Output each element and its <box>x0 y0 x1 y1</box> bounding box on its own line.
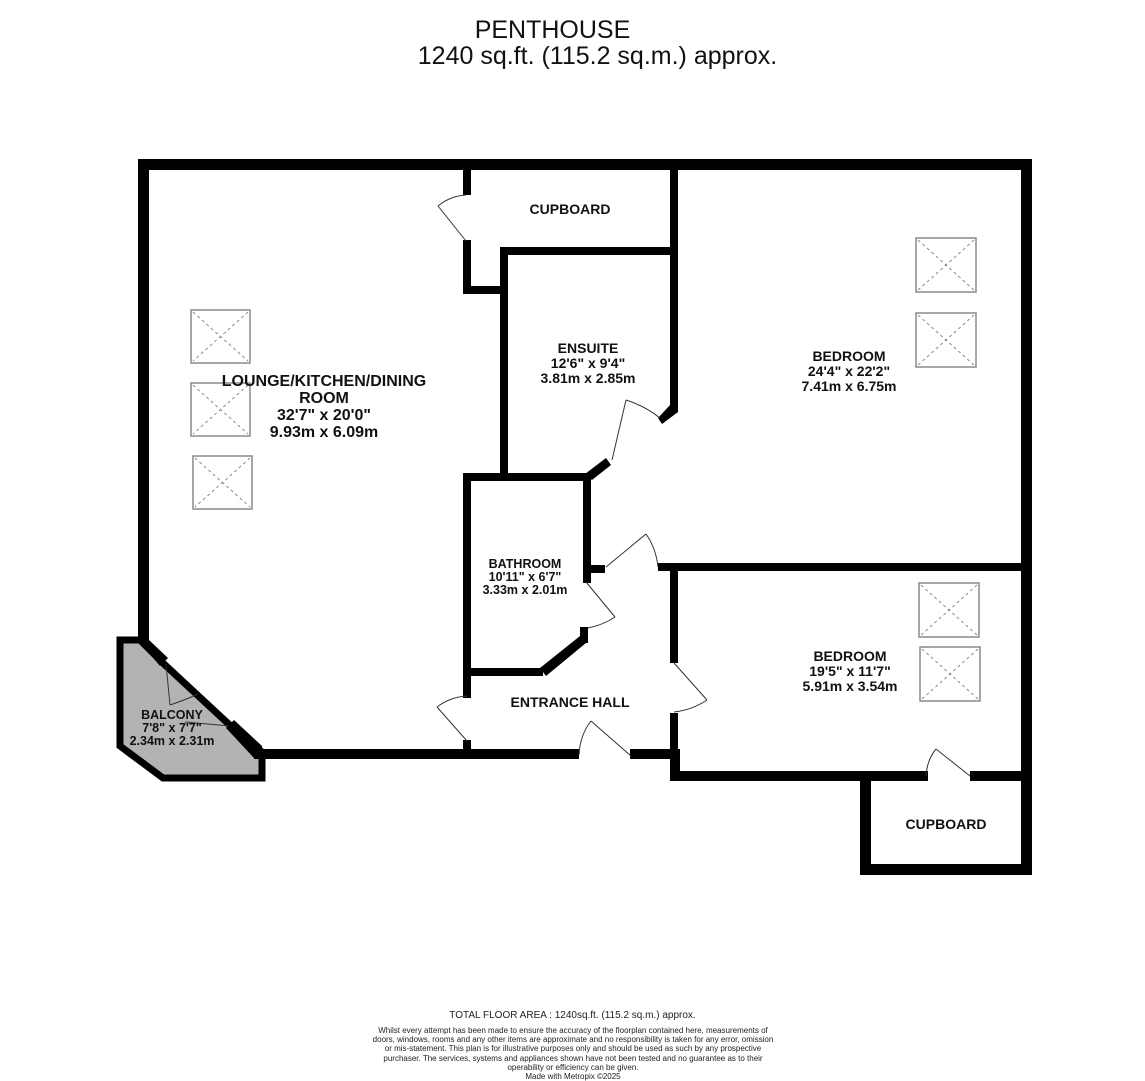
disclaimer-text: Whilst every attempt has been made to en… <box>372 1026 774 1072</box>
room-name: CUPBOARD <box>905 816 987 832</box>
room-label-cupboard-top: CUPBOARD <box>530 202 611 217</box>
room-name: CUPBOARD <box>529 201 611 217</box>
room-label-entrance-hall: ENTRANCE HALL <box>511 695 630 710</box>
room-label-bathroom: BATHROOM 10'11" x 6'7" 3.33m x 2.01m <box>483 558 568 597</box>
room-label-bedroom-2: BEDROOM 19'5" x 11'7" 5.91m x 3.54m <box>803 649 898 694</box>
room-dimensions-imperial: 32'7" x 20'0" <box>277 407 371 424</box>
room-dimensions-imperial: 12'6" x 9'4" <box>550 355 626 371</box>
room-label-bedroom-1: BEDROOM 24'4" x 22'2" 7.41m x 6.75m <box>802 349 897 394</box>
room-label-balcony: BALCONY 7'8" x 7'7" 2.34m x 2.31m <box>130 709 215 748</box>
room-dimensions-imperial: 7'8" x 7'7" <box>142 721 202 735</box>
skylight-icon <box>919 646 981 702</box>
doors <box>436 194 971 777</box>
disclaimer: Whilst every attempt has been made to en… <box>372 1026 774 1081</box>
walls <box>138 159 1032 875</box>
plan-area: 1240 sq.ft. (115.2 sq.m.) approx. <box>417 42 778 70</box>
room-name: ENTRANCE HALL <box>510 694 630 710</box>
room-dimensions-metric: 9.93m x 6.09m <box>269 424 379 441</box>
plan-title: PENTHOUSE <box>474 16 631 44</box>
skylight-icon <box>192 455 253 510</box>
skylight-icon <box>918 582 980 638</box>
room-name: BATHROOM <box>488 557 562 571</box>
room-dimensions-imperial: 19'5" x 11'7" <box>809 663 891 679</box>
room-dimensions-metric: 2.34m x 2.31m <box>129 734 215 748</box>
room-label-ensuite: ENSUITE 12'6" x 9'4" 3.81m x 2.85m <box>541 341 636 386</box>
room-name: LOUNGE/KITCHEN/DINING <box>221 373 427 390</box>
skylight-icon <box>915 237 977 293</box>
balcony-door <box>165 663 231 727</box>
balcony-area <box>120 640 262 778</box>
room-dimensions-metric: 3.33m x 2.01m <box>482 583 568 597</box>
room-name: ENSUITE <box>557 340 619 356</box>
room-name: ROOM <box>299 390 349 407</box>
room-name: BEDROOM <box>812 348 886 364</box>
room-label-cupboard-bottom: CUPBOARD <box>906 817 987 832</box>
room-name: BEDROOM <box>813 648 887 664</box>
room-dimensions-imperial: 10'11" x 6'7" <box>488 570 562 584</box>
credit-text: Made with Metropix ©2025 <box>525 1072 621 1081</box>
skylights <box>190 237 981 702</box>
room-dimensions-metric: 5.91m x 3.54m <box>802 678 898 694</box>
total-floor-area: TOTAL FLOOR AREA : 1240sq.ft. (115.2 sq.… <box>449 1010 696 1021</box>
room-dimensions-metric: 3.81m x 2.85m <box>540 370 636 386</box>
skylight-icon <box>915 312 977 368</box>
skylight-icon <box>190 382 251 437</box>
skylight-icon <box>190 309 251 364</box>
room-dimensions-metric: 7.41m x 6.75m <box>801 378 897 394</box>
room-name: BALCONY <box>141 708 203 722</box>
room-label-lounge: LOUNGE/KITCHEN/DINING ROOM 32'7" x 20'0"… <box>222 373 426 441</box>
room-dimensions-imperial: 24'4" x 22'2" <box>807 363 891 379</box>
